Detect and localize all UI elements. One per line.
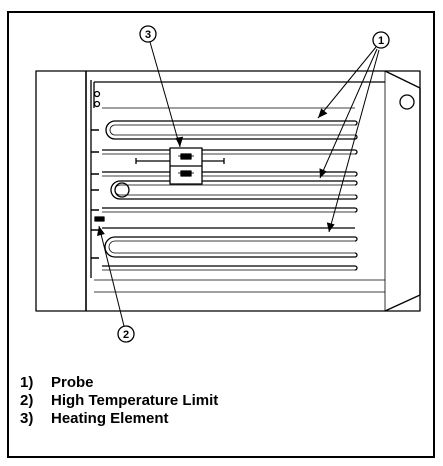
- junction-terminal: [180, 153, 192, 160]
- leader-line-1: [319, 48, 378, 179]
- leader-line-1: [328, 49, 380, 233]
- leader-line-2: [98, 225, 125, 327]
- high-temperature-limit-sensor: [94, 216, 105, 222]
- callout-3: 3: [139, 25, 157, 43]
- leader-line-1: [317, 46, 377, 119]
- arrowhead: [97, 226, 105, 236]
- mounting-hole: [399, 94, 415, 110]
- leader-line-3: [149, 41, 181, 148]
- heating-element-loop: [108, 240, 355, 254]
- arrowhead: [175, 136, 184, 147]
- callout-number: 3: [145, 29, 151, 41]
- callout-1: 1: [372, 31, 390, 49]
- legend-number: 2): [20, 392, 34, 409]
- callout-circle: [139, 25, 157, 43]
- legend-label: Heating Element: [51, 410, 169, 427]
- element-terminals: [91, 129, 99, 259]
- heating-element-loop: [114, 184, 355, 196]
- housing-edge: [384, 294, 421, 312]
- arrowhead: [326, 222, 335, 232]
- leader-lines: [98, 41, 380, 327]
- callout-number: 2: [123, 329, 129, 341]
- leader-arrowheads: [97, 108, 335, 236]
- callout-2: 2: [117, 325, 135, 343]
- legend: 1) Probe 2) High Temperature Limit 3) He…: [20, 374, 218, 428]
- screw: [93, 90, 101, 98]
- element-end-caps: [354, 120, 358, 271]
- legend-label: Probe: [51, 374, 94, 391]
- arrowhead: [318, 108, 328, 118]
- heating-element-loop: [110, 180, 355, 200]
- probe-ring: [114, 182, 130, 198]
- callout-circle: [117, 325, 135, 343]
- callout-circle: [372, 31, 390, 49]
- legend-number: 1): [20, 374, 34, 391]
- figure-frame: [7, 11, 435, 458]
- legend-number: 3): [20, 410, 34, 427]
- arrowhead: [319, 168, 327, 178]
- housing-edge: [384, 70, 421, 89]
- heating-element-loop: [109, 124, 355, 136]
- junction-terminal: [180, 170, 192, 177]
- legend-label: High Temperature Limit: [51, 392, 219, 409]
- callout-number: 1: [378, 35, 384, 47]
- heating-element-loop: [105, 120, 355, 140]
- legend-item: 2) High Temperature Limit: [20, 392, 218, 410]
- heating-element-loop: [104, 236, 355, 258]
- screw: [93, 100, 101, 108]
- legend-item: 3) Heating Element: [20, 410, 218, 428]
- legend-item: 1) Probe: [20, 374, 218, 392]
